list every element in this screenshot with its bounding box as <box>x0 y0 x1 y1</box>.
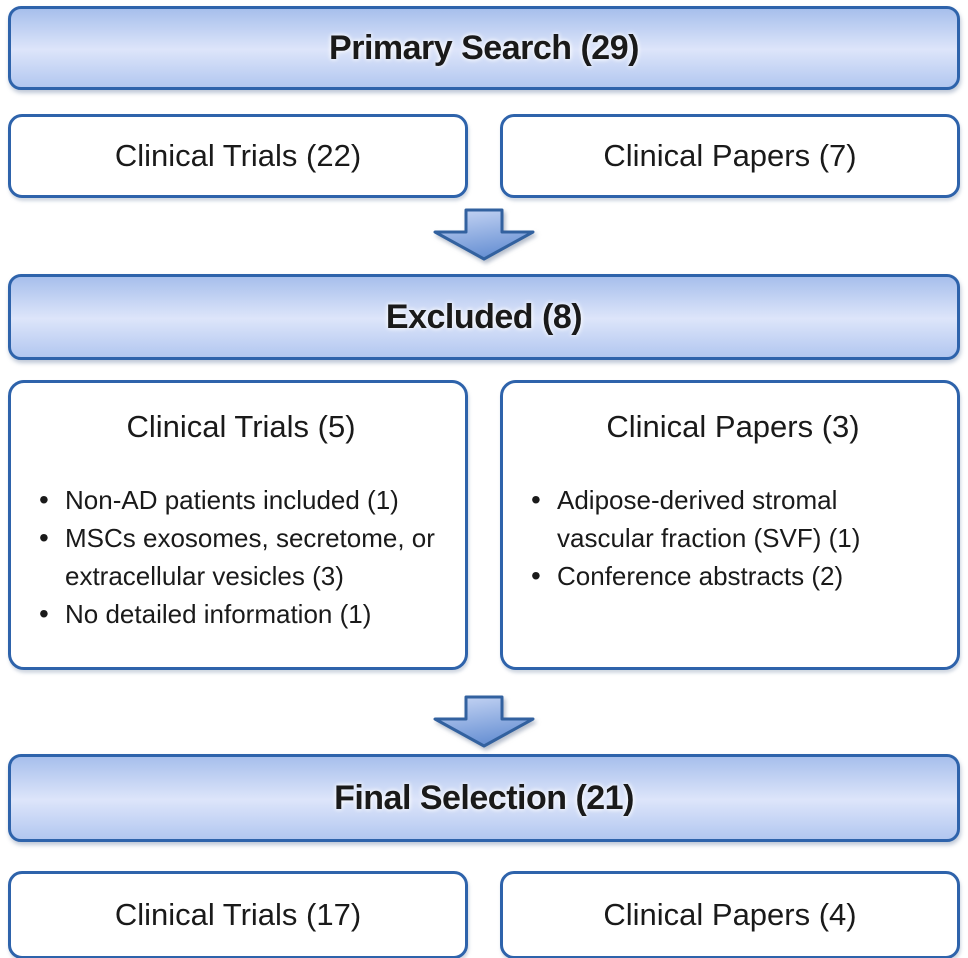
clinical-papers-4-label: Clinical Papers (4) <box>603 897 857 932</box>
final-selection-box: Final Selection (21) <box>8 754 960 842</box>
exclusion-reason: Conference abstracts (2) <box>557 561 844 591</box>
bullet-icon: • <box>531 560 541 591</box>
bullet-icon: • <box>39 598 49 629</box>
list-item: • MSCs exosomes, secretome, or extracell… <box>31 519 451 595</box>
list-item: • No detailed information (1) <box>31 595 451 633</box>
excluded-clinical-trials-box: Clinical Trials (5) • Non-AD patients in… <box>8 380 468 670</box>
excluded-clinical-papers-box: Clinical Papers (3) • Adipose-derived st… <box>500 380 960 670</box>
exclusion-reason: MSCs exosomes, secretome, or extracellul… <box>65 523 435 591</box>
primary-search-box: Primary Search (29) <box>8 6 960 90</box>
excluded-clinical-papers-title: Clinical Papers (3) <box>606 409 860 444</box>
clinical-papers-7-label: Clinical Papers (7) <box>603 138 857 173</box>
excluded-label: Excluded (8) <box>385 297 583 336</box>
clinical-trials-17-box: Clinical Trials (17) <box>8 871 468 958</box>
clinical-papers-4-box: Clinical Papers (4) <box>500 871 960 958</box>
clinical-trials-22-label: Clinical Trials (22) <box>114 138 362 173</box>
clinical-trials-17-label: Clinical Trials (17) <box>114 897 362 932</box>
exclusion-reason: Non-AD patients included (1) <box>65 485 399 515</box>
excluded-clinical-trials-title: Clinical Trials (5) <box>126 409 356 444</box>
list-item: • Adipose-derived stromal vascular fract… <box>523 481 901 557</box>
bullet-icon: • <box>39 484 49 515</box>
down-arrow-icon <box>433 208 535 261</box>
list-item: • Conference abstracts (2) <box>523 557 901 595</box>
excluded-box: Excluded (8) <box>8 274 960 360</box>
clinical-papers-7-box: Clinical Papers (7) <box>500 114 960 198</box>
list-item: • Non-AD patients included (1) <box>31 481 451 519</box>
exclusion-reason: No detailed information (1) <box>65 599 372 629</box>
final-selection-label: Final Selection (21) <box>334 778 634 817</box>
excluded-clinical-trials-list: • Non-AD patients included (1) • MSCs ex… <box>31 481 451 633</box>
flow-arrow-2 <box>8 695 960 749</box>
clinical-trials-22-box: Clinical Trials (22) <box>8 114 468 198</box>
down-arrow-icon <box>433 695 535 748</box>
final-children-row: Clinical Trials (17) Clinical Papers (4) <box>8 871 960 958</box>
excluded-clinical-papers-list: • Adipose-derived stromal vascular fract… <box>523 481 943 595</box>
exclusion-reason: Adipose-derived stromal vascular fractio… <box>557 485 861 553</box>
primary-search-label: Primary Search (29) <box>329 28 639 67</box>
bullet-icon: • <box>39 522 49 553</box>
excluded-children-row: Clinical Trials (5) • Non-AD patients in… <box>8 380 960 670</box>
bullet-icon: • <box>531 484 541 515</box>
flow-arrow-1 <box>8 208 960 262</box>
primary-children-row: Clinical Trials (22) Clinical Papers (7) <box>8 114 960 198</box>
